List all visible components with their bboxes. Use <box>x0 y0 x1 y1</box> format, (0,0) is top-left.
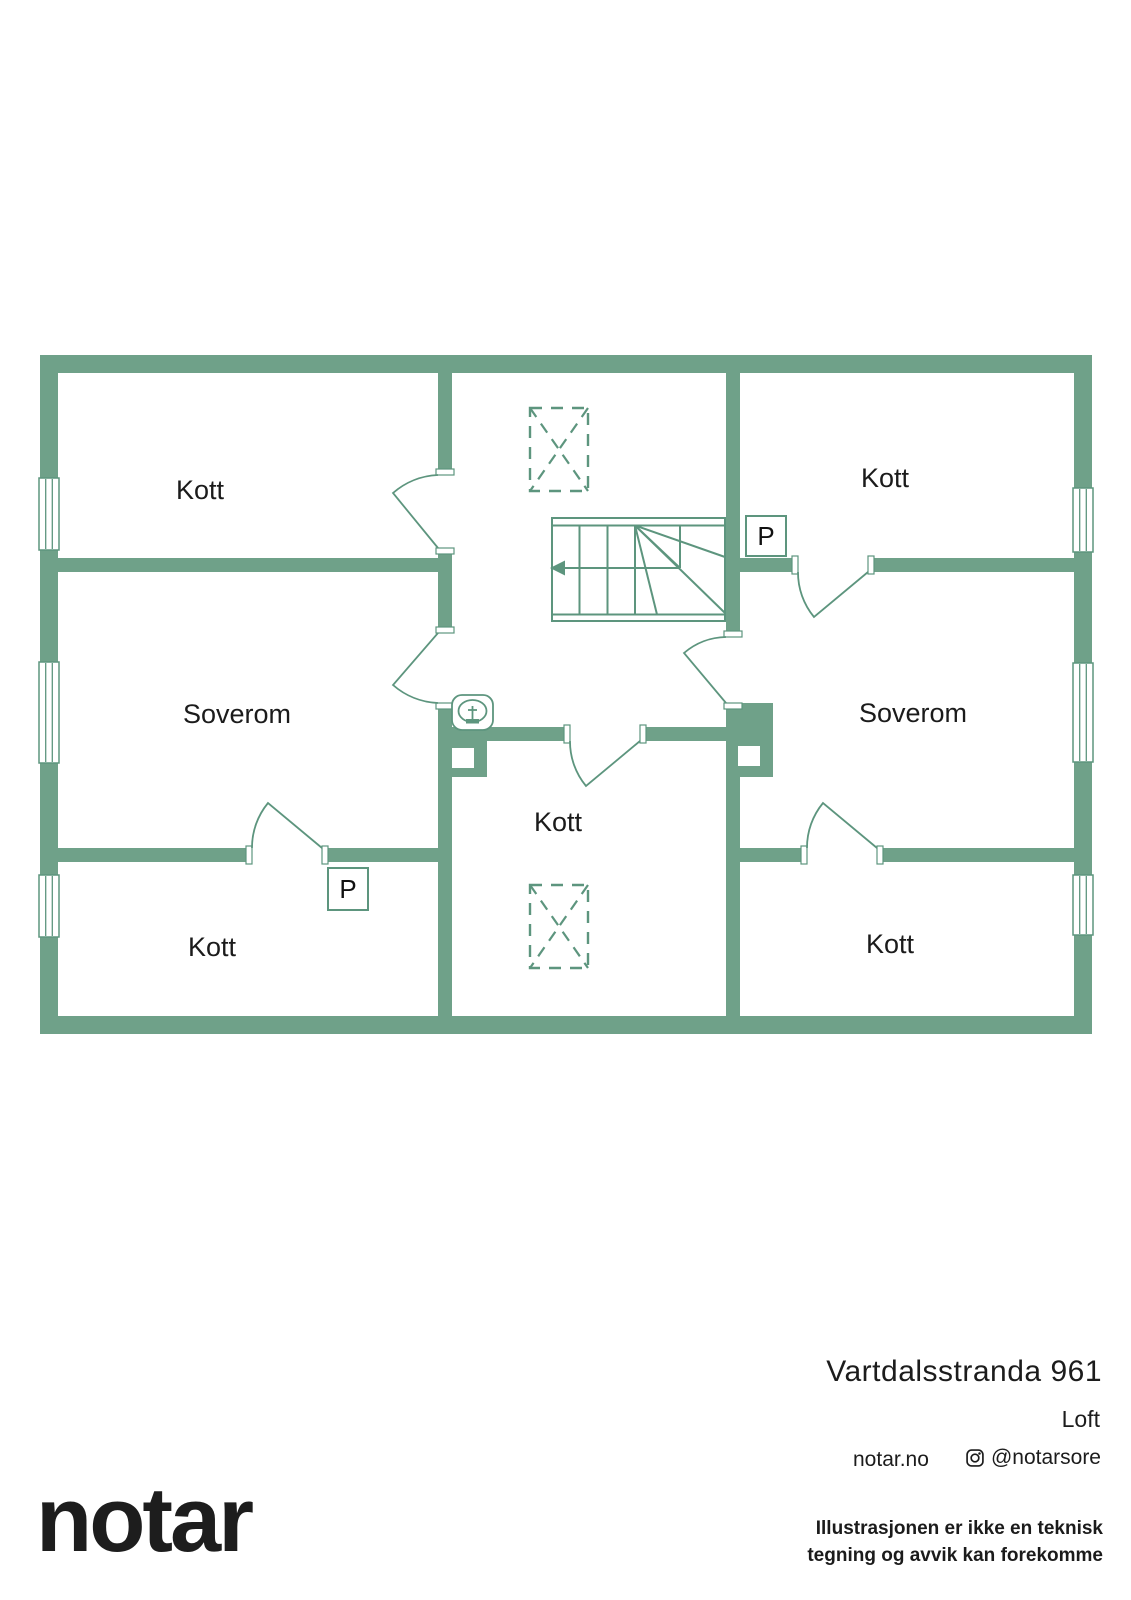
wall-segment <box>40 355 1092 373</box>
pipe-shaft-left <box>438 727 487 777</box>
window <box>38 661 60 764</box>
address-title: Vartdalsstranda 961 <box>826 1355 1102 1388</box>
door-jamb <box>639 724 647 744</box>
wall-segment <box>40 1016 1092 1034</box>
door-jamb <box>867 555 875 575</box>
wall-segment <box>322 848 452 862</box>
window <box>1072 487 1094 553</box>
pipe-marker-label: P <box>757 521 774 551</box>
instagram-handle: @notarsore <box>965 1446 1101 1470</box>
door-jamb <box>435 468 455 476</box>
pipe-marker-top-right: P <box>745 515 787 557</box>
sink-icon <box>451 694 494 731</box>
wall-segment <box>740 848 807 862</box>
window <box>1072 874 1094 936</box>
door-jamb <box>876 845 884 865</box>
stair-winder <box>634 524 726 558</box>
wall-segment <box>438 373 452 475</box>
door-jamb <box>563 724 571 744</box>
stair-winder <box>634 525 658 615</box>
staircase <box>550 517 726 622</box>
room-labels: Kott Kott Soverom Soverom Kott Kott Kott <box>176 463 967 962</box>
door-arc <box>682 636 727 704</box>
door-jamb <box>321 845 329 865</box>
notar-logo: notar <box>36 1469 254 1571</box>
instagram-icon <box>966 1449 984 1467</box>
window <box>38 874 60 938</box>
disclaimer-line2: tegning og avvik kan forekomme <box>807 1544 1103 1566</box>
door-arc <box>806 801 878 849</box>
door-jamb <box>435 626 455 634</box>
window <box>38 477 60 551</box>
stair-outline <box>551 517 726 622</box>
doors <box>251 474 878 849</box>
wall-segment <box>740 558 798 572</box>
shaft-notch <box>738 746 760 766</box>
window <box>1072 662 1094 763</box>
door-jamb <box>245 845 253 865</box>
floor-plan-drawing: P P Kott Kott Soverom Soverom Kott Kott … <box>38 355 1094 1034</box>
door-jamb <box>791 555 799 575</box>
pipe-shaft-right <box>726 703 773 777</box>
stair-direction-arrow <box>550 560 565 576</box>
wall-segment <box>58 558 452 572</box>
wall-segment <box>726 703 740 1016</box>
pipe-marker-label: P <box>339 874 356 904</box>
wall-segment <box>640 727 726 741</box>
wall-segment <box>58 848 252 862</box>
door-jamb <box>435 547 455 555</box>
wall-segment <box>726 373 740 637</box>
pipe-marker-bottom-left: P <box>327 867 369 911</box>
wall-segment <box>877 848 1074 862</box>
wall-segment <box>868 558 1074 572</box>
windows <box>38 477 1094 938</box>
door-jamb <box>800 845 808 865</box>
door-jamb <box>723 630 743 638</box>
room-label-kott-center: Kott <box>534 807 583 837</box>
room-label-kott-bottom-right: Kott <box>866 929 915 959</box>
interior-walls <box>58 373 1074 1016</box>
stair-winder <box>634 524 726 614</box>
door-arc <box>391 474 439 549</box>
instagram-handle-text: @notarsore <box>990 1446 1101 1469</box>
chimney-box-bottom <box>528 883 590 970</box>
door-jambs <box>245 468 884 865</box>
room-label-soverom-left: Soverom <box>183 699 291 729</box>
door-jamb <box>723 702 743 710</box>
website-text: notar.no <box>853 1448 929 1471</box>
door-arc <box>797 571 869 619</box>
shaft-notch <box>452 748 474 768</box>
room-label-kott-top-right: Kott <box>861 463 910 493</box>
door-arc <box>569 740 641 788</box>
chimney-box-top <box>528 406 590 493</box>
disclaimer-line1: Illustrasjonen er ikke en teknisk <box>815 1518 1103 1539</box>
room-label-soverom-right: Soverom <box>859 698 967 728</box>
room-label-kott-bottom-left: Kott <box>188 932 237 962</box>
disclaimer: Illustrasjonen er ikke en teknisk tegnin… <box>807 1516 1103 1569</box>
door-arc <box>391 632 439 704</box>
floor-name: Loft <box>1061 1406 1100 1432</box>
room-label-kott-top-left: Kott <box>176 475 225 505</box>
door-arc <box>251 801 323 849</box>
